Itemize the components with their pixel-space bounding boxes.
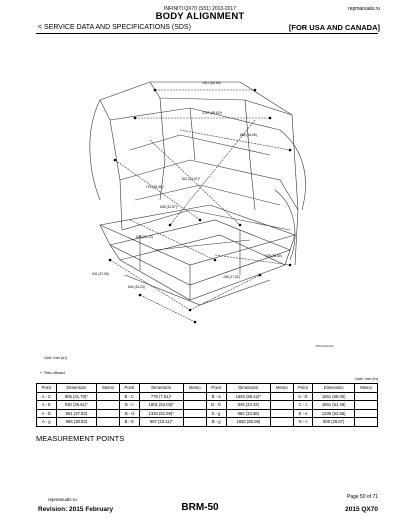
table-cell: 1561 (61.46) [312, 400, 356, 410]
footer-revision: Revision: 2015 February [38, 506, 114, 513]
table-cell: 849 (33.43) [225, 400, 271, 410]
table-cell: N - n [292, 417, 314, 427]
table-cell: 986 (38.83) [55, 417, 98, 427]
diagram-code: JSKIA0001ZZ [315, 344, 334, 348]
table-cell: B - d [119, 408, 140, 418]
table-header-cell: Memo [182, 383, 207, 393]
table-cell: C - c [292, 400, 314, 410]
table-cell: 860 (33.86) [225, 408, 271, 418]
table-cell: b - g [205, 408, 227, 418]
body-alignment-diagram: 1627 (64.06) 1787 (68.62)* 865 (34.06) 7… [89, 81, 306, 324]
table-header-cell: Memo [354, 383, 378, 393]
table-cell [182, 400, 207, 410]
table-cell: 779 (7.51)* [138, 391, 184, 401]
table-cell [269, 400, 294, 410]
dim-label-10: 445 (17.52) [223, 275, 240, 279]
table-cell: 1335 (52.56) [312, 408, 356, 418]
table-cell [269, 417, 294, 427]
table-cell [269, 408, 294, 418]
measurement-points-heading: MEASUREMENT POINTS [36, 434, 125, 443]
table-cell: 1651 (65.00) [312, 391, 356, 401]
unit-label-right: Unit: mm (in) [355, 376, 378, 381]
table-cell: A - E [36, 400, 57, 410]
unit-label-left: Unit: mm (in) [44, 355, 67, 360]
table-cell [96, 408, 121, 418]
table-header-cell: Point [292, 383, 314, 393]
table-cell [354, 417, 378, 427]
table-cell [182, 391, 207, 401]
footer-page: Page 50 of 71 [346, 494, 378, 500]
table-cell: B - c [119, 400, 140, 410]
table-cell [269, 391, 294, 401]
table-cell [354, 400, 378, 410]
table-header-cell: Point [205, 383, 227, 393]
table-cell: 1692 (66.22)* [225, 391, 271, 401]
table-cell: A - D [36, 408, 57, 418]
table-header-cell: Dimension [138, 383, 184, 393]
header-rule [36, 33, 378, 34]
table-cell: A - C [36, 391, 57, 401]
table-cell [354, 391, 378, 401]
table-cell: B - a [205, 391, 227, 401]
dim-label-7: 628 (24.72) [136, 235, 153, 239]
table-header-cell: Dimension [225, 383, 271, 393]
table-cell: 806 (31.73)* [55, 391, 98, 401]
table-cell: A - g [36, 417, 57, 427]
footer-page-code: BRM-50 [181, 502, 219, 513]
table-header-cell: Dimension [55, 383, 98, 393]
table-cell: 961 (37.83) [55, 408, 98, 418]
table-cell: 1601 (63.03)* [138, 400, 184, 410]
table-cell [182, 417, 207, 427]
table-header-cell: Point [119, 383, 140, 393]
dim-label-2: 1787 (68.62)* [202, 111, 223, 115]
model-line: INFINITI QX70 (S51) 2013-2017 [164, 6, 236, 12]
section-link[interactable]: < SERVICE DATA AND SPECIFICATIONS (SDS) [38, 24, 191, 31]
dim-label-4: 719 (28.31)* [146, 185, 165, 189]
table-header-cell: Memo [96, 383, 121, 393]
page-title: BODY ALIGNMENT [155, 11, 245, 22]
dim-label-6: 835 (32.87)* [160, 205, 179, 209]
dim-label-1: 1627 (64.06) [202, 81, 221, 85]
table-cell: b - D [292, 391, 314, 401]
table-header-cell: Point [36, 383, 57, 393]
site-name: repmanuals.ru [348, 6, 380, 12]
dim-label-3: 865 (34.06) [240, 133, 257, 137]
table-cell [354, 408, 378, 418]
table-cell [182, 408, 207, 418]
table-cell: E - e [292, 408, 314, 418]
table-cell [96, 400, 121, 410]
dim-label-11: 844 (33.23) [128, 285, 145, 289]
table-header-cell: Memo [269, 383, 294, 393]
table-cell: 930 (36.61)* [55, 400, 98, 410]
dim-label-8: 978 (38.50) [265, 254, 282, 258]
footer-site: repmanuals.ru [48, 497, 77, 502]
table-cell [96, 417, 121, 427]
dim-label-5: 812 (31.97)* [182, 177, 201, 181]
table-cell: 587 (23.11)* [138, 417, 184, 427]
table-cell: B - E [119, 417, 140, 427]
region-label: [FOR USA AND CANADA] [288, 23, 380, 32]
footer-model: 2015 QX70 [345, 506, 378, 513]
table-cell: B - C [119, 391, 140, 401]
dim-label-9: 941 (37.05) [92, 272, 109, 276]
table-cell: 1653 (65.08) [225, 417, 271, 427]
table-cell [96, 391, 121, 401]
table-cell: B - g [205, 417, 227, 427]
table-header-cell: Dimension [312, 383, 356, 393]
side-note: *: This offroad [40, 370, 65, 375]
table-cell: 908 (35.67) [312, 417, 356, 427]
table-cell: B - G [205, 400, 227, 410]
table-cell: 1316 (51.69)* [138, 408, 184, 418]
